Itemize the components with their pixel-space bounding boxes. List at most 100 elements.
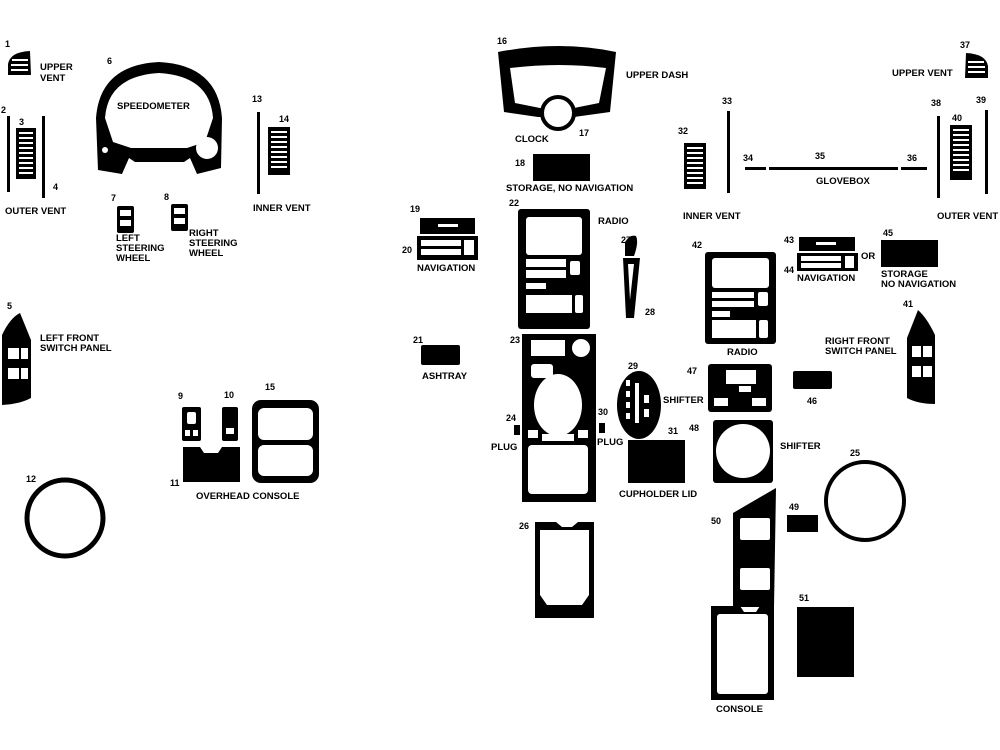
label-ashtray: ASHTRAY <box>422 371 468 382</box>
part-5-left-front-switch-panel <box>2 313 31 405</box>
part-49-trim-panel <box>787 515 818 532</box>
part-30-plug <box>599 423 605 433</box>
num-17: 17 <box>579 128 589 138</box>
num-3: 3 <box>19 117 24 127</box>
part-18-storage-panel <box>533 154 590 181</box>
part-43-navigation-top <box>799 237 855 251</box>
num-29: 29 <box>628 361 638 371</box>
num-39: 39 <box>976 95 986 105</box>
num-24: 24 <box>506 413 516 423</box>
num-21: 21 <box>413 335 423 345</box>
part-13-inner-vent-strip <box>257 112 260 194</box>
label-left-steering-2: STEERING <box>116 243 165 254</box>
label-clock: CLOCK <box>515 134 549 145</box>
part-29-shifter-plate <box>617 371 661 439</box>
label-plug-left: PLUG <box>491 442 517 453</box>
part-10-overhead-piece <box>222 407 238 441</box>
num-36: 36 <box>907 153 917 163</box>
part-33-inner-vent-strip <box>727 111 730 193</box>
num-22: 22 <box>509 198 519 208</box>
num-11: 11 <box>170 478 180 488</box>
part-28-trim-strip <box>623 258 640 318</box>
num-2: 2 <box>1 105 6 115</box>
part-36-glovebox-strip <box>901 167 927 170</box>
part-50-console-strip <box>733 488 776 607</box>
part-20-navigation-bezel <box>417 236 478 260</box>
label-overhead-console: OVERHEAD CONSOLE <box>196 491 299 502</box>
num-23: 23 <box>510 335 520 345</box>
num-5: 5 <box>7 301 12 311</box>
part-14-inner-vent-louvers <box>268 127 290 175</box>
part-47-shifter-surround-top <box>708 364 772 412</box>
num-27: 27 <box>621 235 631 245</box>
part-46-trim-panel <box>793 371 832 389</box>
label-plug-right: PLUG <box>597 437 623 448</box>
part-45-storage-panel <box>881 240 938 267</box>
part-44-navigation-bezel <box>797 253 858 271</box>
label-storage-right-2: NO NAVIGATION <box>881 279 956 290</box>
part-42-radio-bezel <box>705 252 776 344</box>
label-left-steering-1: LEFT <box>116 233 140 244</box>
num-30: 30 <box>598 407 608 417</box>
part-1-upper-vent-left <box>8 51 31 75</box>
label-console: CONSOLE <box>716 704 763 715</box>
part-2-outer-vent-strip <box>7 116 10 192</box>
num-42: 42 <box>692 240 702 250</box>
part-37-upper-vent-right <box>965 53 988 78</box>
part-7-left-steering-wheel <box>117 206 134 233</box>
label-glovebox: GLOVEBOX <box>816 176 871 187</box>
part-40-outer-vent-louvers <box>950 125 972 180</box>
part-3-outer-vent-louvers <box>16 128 36 179</box>
part-8-right-steering-wheel <box>171 204 188 231</box>
num-48: 48 <box>689 423 699 433</box>
label-or: OR <box>861 251 875 262</box>
num-38: 38 <box>931 98 941 108</box>
part-labels: UPPER VENT OUTER VENT SPEEDOMETER LEFT S… <box>5 62 998 715</box>
label-upper-vent-left-2: VENT <box>40 73 66 84</box>
part-51-console-panel <box>797 607 854 677</box>
num-45: 45 <box>883 228 893 238</box>
label-upper-vent-right: UPPER VENT <box>892 68 953 79</box>
label-upper-vent-left: UPPER <box>40 62 73 73</box>
num-32: 32 <box>678 126 688 136</box>
part-26-lower-panel <box>535 522 594 618</box>
part-6-speedometer-hood <box>96 62 222 174</box>
label-right-steering-3: WHEEL <box>189 248 224 259</box>
part-19-navigation-top <box>420 218 475 234</box>
console-lid <box>711 606 774 700</box>
num-16: 16 <box>497 36 507 46</box>
num-25: 25 <box>850 448 860 458</box>
part-11-overhead-console <box>183 447 240 482</box>
part-9-overhead-piece <box>182 407 201 441</box>
label-right-steering-2: STEERING <box>189 238 238 249</box>
part-25-trim-ring <box>824 460 906 542</box>
part-21-ashtray <box>421 345 460 365</box>
label-storage-right-1: STORAGE <box>881 269 928 280</box>
num-50: 50 <box>711 516 721 526</box>
label-radio-right: RADIO <box>727 347 758 358</box>
num-6: 6 <box>107 56 112 66</box>
part-48-shifter-bezel <box>713 420 773 483</box>
label-outer-vent-right: OUTER VENT <box>937 211 998 222</box>
part-22-radio-bezel <box>518 209 590 329</box>
num-41: 41 <box>903 299 913 309</box>
part-41-right-front-switch-panel <box>907 310 935 404</box>
label-navigation-right: NAVIGATION <box>797 273 855 284</box>
part-31-cupholder-lid <box>628 440 685 483</box>
part-32-inner-vent-louvers <box>684 143 706 189</box>
num-31: 31 <box>668 426 678 436</box>
num-28: 28 <box>645 307 655 317</box>
part-numbers: 1 2 3 4 5 6 7 8 9 10 11 12 13 14 15 16 1… <box>1 36 986 603</box>
num-10: 10 <box>224 390 234 400</box>
part-34-glovebox-strip <box>745 167 766 170</box>
num-26: 26 <box>519 521 529 531</box>
num-15: 15 <box>265 382 275 392</box>
part-24-plug <box>514 425 520 435</box>
label-right-front-1: RIGHT FRONT <box>825 336 890 347</box>
num-20: 20 <box>402 245 412 255</box>
num-8: 8 <box>164 192 169 202</box>
part-12-trim-ring <box>24 477 106 559</box>
num-33: 33 <box>722 96 732 106</box>
num-12: 12 <box>26 474 36 484</box>
